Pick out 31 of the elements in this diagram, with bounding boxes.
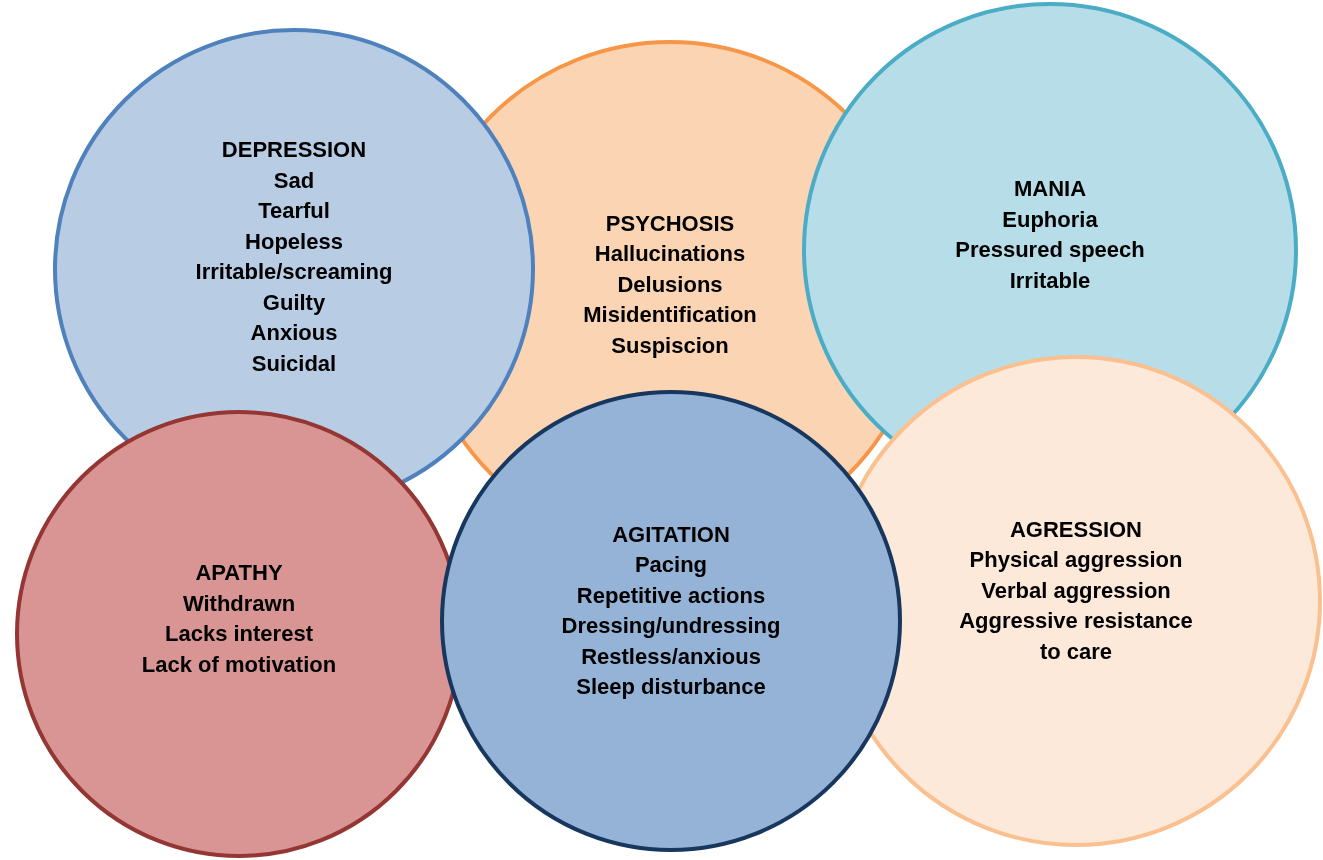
category-heading: APATHY — [195, 559, 283, 587]
symptom-label: Irritable/screaming — [195, 258, 393, 286]
symptom-label: Physical aggression — [969, 546, 1183, 575]
category-heading: AGRESSION — [1010, 515, 1142, 544]
symptom-label: Euphoria — [1002, 205, 1098, 234]
symptom-label: Aggressive resistance to care — [958, 607, 1194, 666]
symptom-label: Anxious — [250, 319, 338, 347]
category-heading: PSYCHOSIS — [605, 209, 735, 238]
symptom-label: Sleep disturbance — [576, 673, 766, 701]
symptom-label: Irritable — [1009, 266, 1091, 295]
symptom-label: Withdrawn — [182, 589, 296, 618]
symptom-label: Lacks interest — [165, 620, 313, 648]
symptom-label: Suicidal — [251, 349, 337, 378]
symptom-label: Guilty — [262, 288, 326, 317]
symptom-label: Repetitive actions — [576, 581, 766, 610]
symptom-label: Delusions — [617, 270, 723, 299]
symptom-label: Lack of motivation — [141, 650, 337, 679]
symptom-label: Hopeless — [245, 227, 343, 256]
category-heading: DEPRESSION — [221, 136, 367, 164]
symptom-label: Dressing/undressing — [561, 612, 781, 640]
symptom-label: Verbal aggression — [981, 576, 1171, 605]
symptom-label: Restless/anxious — [581, 642, 761, 671]
symptom-label: Suspiscion — [611, 331, 729, 360]
symptom-label: Tearful — [258, 197, 330, 225]
symptom-label: Hallucinations — [594, 240, 746, 269]
category-heading: MANIA — [1013, 175, 1087, 203]
category-heading: AGITATION — [612, 520, 730, 549]
symptom-label: Sad — [273, 166, 315, 195]
symptom-label: Pressured speech — [955, 236, 1145, 264]
symptom-label: Misidentification — [583, 301, 757, 330]
symptom-label: Pacing — [634, 551, 708, 579]
